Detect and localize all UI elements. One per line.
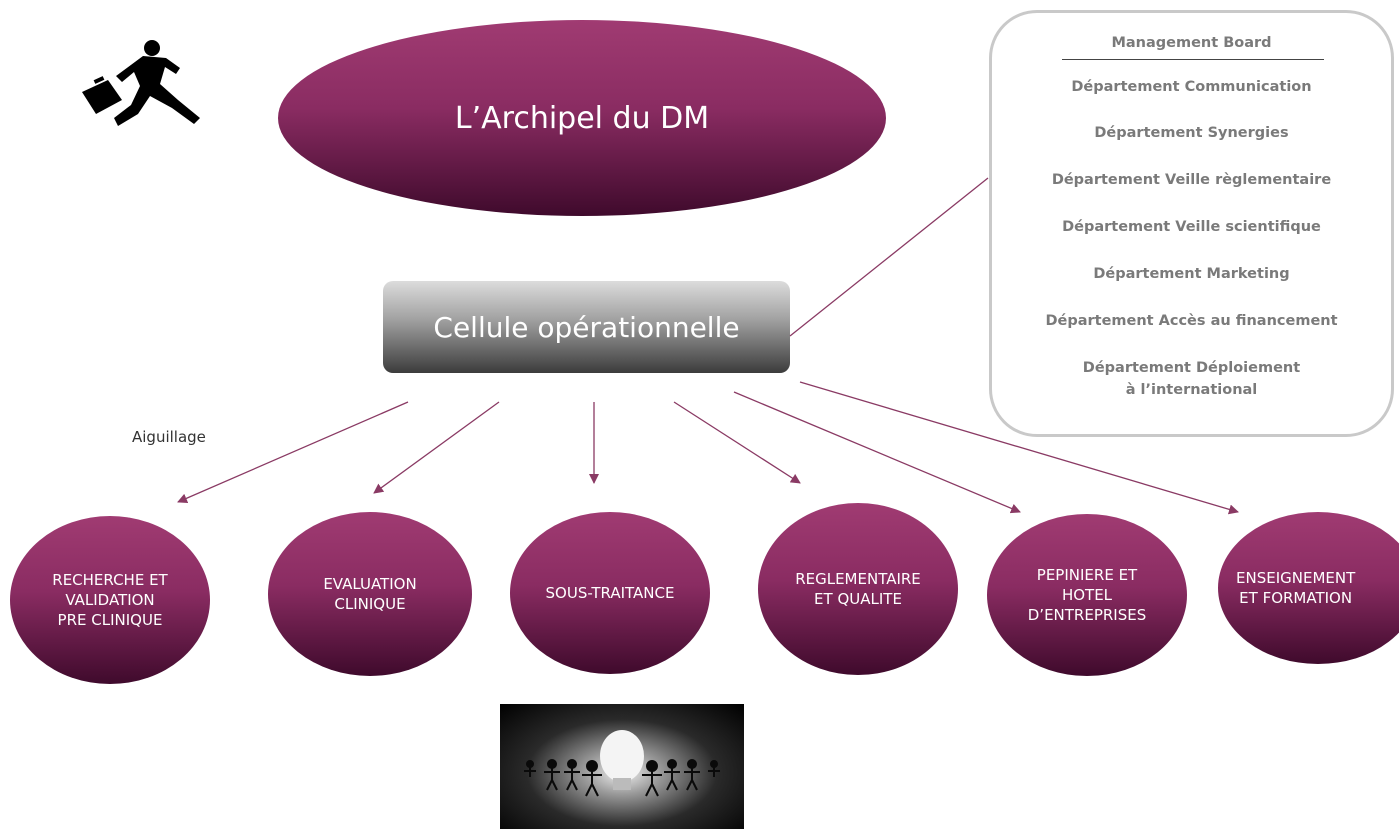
unit-evaluation: EVALUATION CLINIQUE <box>268 512 472 676</box>
arrow-enseignement <box>799 381 1239 515</box>
management-board-panel: Management Board Département Communicati… <box>989 10 1394 437</box>
board-item-veille-reglementaire: Département Veille règlementaire <box>1051 172 1332 188</box>
aiguillage-label: Aiguillage <box>132 428 206 446</box>
operational-cell-label: Cellule opérationnelle <box>433 310 740 344</box>
arrow-recherche <box>177 401 409 503</box>
board-connector-line <box>789 177 989 337</box>
board-item-synergies: Département Synergies <box>1094 125 1289 141</box>
unit-enseignement-label: ENSEIGNEMENT ET FORMATION <box>1236 569 1356 607</box>
arrow-evaluation <box>373 401 500 494</box>
lightbulb-people-icon <box>500 704 744 829</box>
title-label: L’Archipel du DM <box>454 100 710 136</box>
unit-pepiniere-label: PEPINIERE ET HOTEL D’ENTREPRISES <box>1027 566 1147 624</box>
unit-sous-traitance: SOUS-TRAITANCE <box>510 512 710 674</box>
board-item-deploiement: Département Déploiement à l’internationa… <box>1082 360 1301 398</box>
board-item-marketing: Département Marketing <box>1093 266 1290 282</box>
title-ellipse: L’Archipel du DM <box>278 20 886 216</box>
unit-recherche-label: RECHERCHE ET VALIDATION PRE CLINIQUE <box>52 571 168 629</box>
unit-recherche: RECHERCHE ET VALIDATION PRE CLINIQUE <box>10 516 210 684</box>
unit-enseignement: ENSEIGNEMENT ET FORMATION <box>1218 512 1399 664</box>
unit-reglementaire: REGLEMENTAIRE ET QUALITE <box>758 503 958 675</box>
arrow-pepiniere <box>733 391 1021 514</box>
unit-reglementaire-label: REGLEMENTAIRE ET QUALITE <box>795 570 921 608</box>
unit-pepiniere: PEPINIERE ET HOTEL D’ENTREPRISES <box>987 514 1187 676</box>
board-item-communication: Département Communication <box>1071 79 1312 95</box>
unit-sous-traitance-label: SOUS-TRAITANCE <box>545 584 675 602</box>
board-divider <box>1062 59 1324 60</box>
board-heading: Management Board <box>1111 35 1272 51</box>
arrow-reglementaire <box>673 401 801 484</box>
unit-evaluation-label: EVALUATION CLINIQUE <box>323 575 417 613</box>
board-item-financement: Département Accès au financement <box>1045 313 1338 329</box>
board-item-veille-scientifique: Département Veille scientifique <box>1062 219 1321 235</box>
operational-cell-box: Cellule opérationnelle <box>383 281 790 373</box>
lightbulb-people-graphic <box>524 730 720 797</box>
